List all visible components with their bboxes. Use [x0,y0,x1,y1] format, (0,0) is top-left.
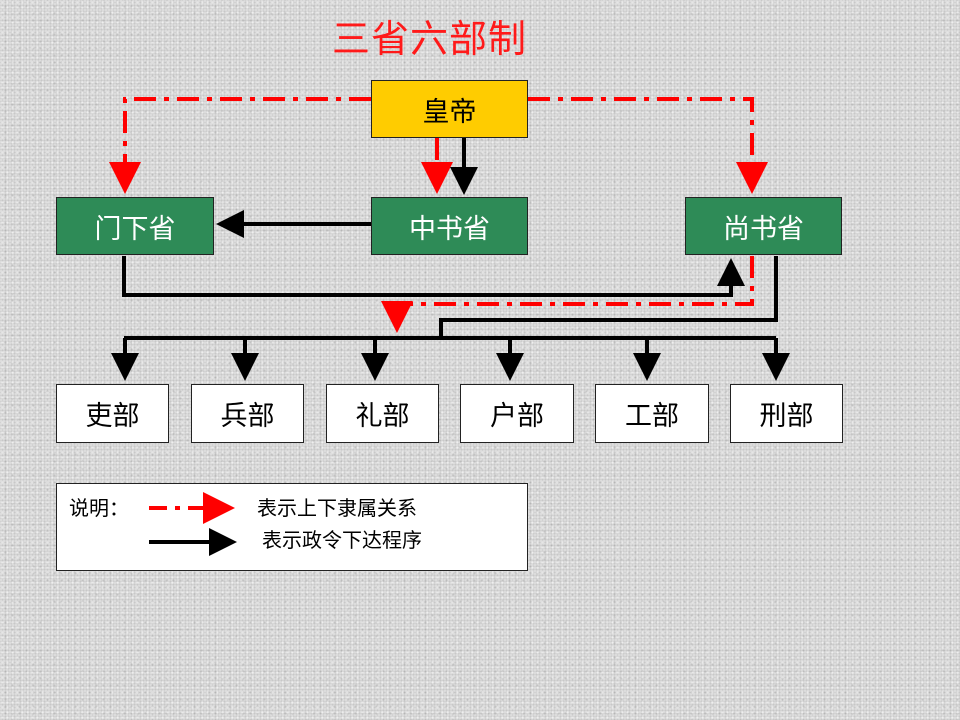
decree-lines [111,138,790,381]
legend-box: 说明： 表示上下隶属关系 表示政令下达程序 [56,483,528,571]
ministry-node-bingbu: 兵部 [191,384,304,443]
legend-subordination-text: 表示上下隶属关系 [257,496,417,520]
shangshu-to-bus-decree [439,256,778,338]
ministry-node-gongbu: 工部 [595,384,709,443]
ministry-node-xingbu: 刑部 [730,384,843,443]
ministry-node-libu: 吏部 [56,384,169,443]
page-title: 三省六部制 [332,17,528,61]
zhongshu-node: 中书省 [371,197,528,255]
shangshu-to-ministries-line [381,256,754,333]
emperor-to-menxia-line [109,97,371,194]
ministry-node-rites: 礼部 [326,384,439,443]
shangshu-node: 尚书省 [685,197,842,255]
legend-symbols [149,492,237,556]
ministry-node-hubu: 户部 [460,384,574,443]
legend-decree-text: 表示政令下达程序 [262,528,422,552]
subordination-lines [109,97,768,333]
menxia-node: 门下省 [56,197,214,255]
legend-label: 说明： [69,496,129,520]
menxia-to-shangshu-decree [122,256,745,297]
emperor-node: 皇帝 [371,80,528,138]
emperor-to-shangshu-line [528,97,768,194]
